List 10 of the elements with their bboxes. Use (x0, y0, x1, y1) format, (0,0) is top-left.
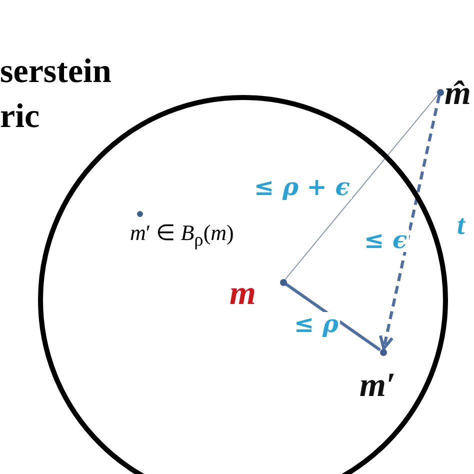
line-segment (284, 94, 438, 280)
title-text: serstein (0, 55, 112, 89)
point-label: t (457, 212, 465, 240)
point-label: m̂ (444, 76, 471, 110)
point-label: m (230, 276, 256, 310)
title-text: ric (0, 100, 40, 134)
point-label: m′ (360, 368, 396, 402)
arrow (378, 95, 441, 350)
set-notation: m′ ∈ B$_{ρ}$(m) (130, 222, 234, 249)
line-segment (285, 282, 381, 352)
